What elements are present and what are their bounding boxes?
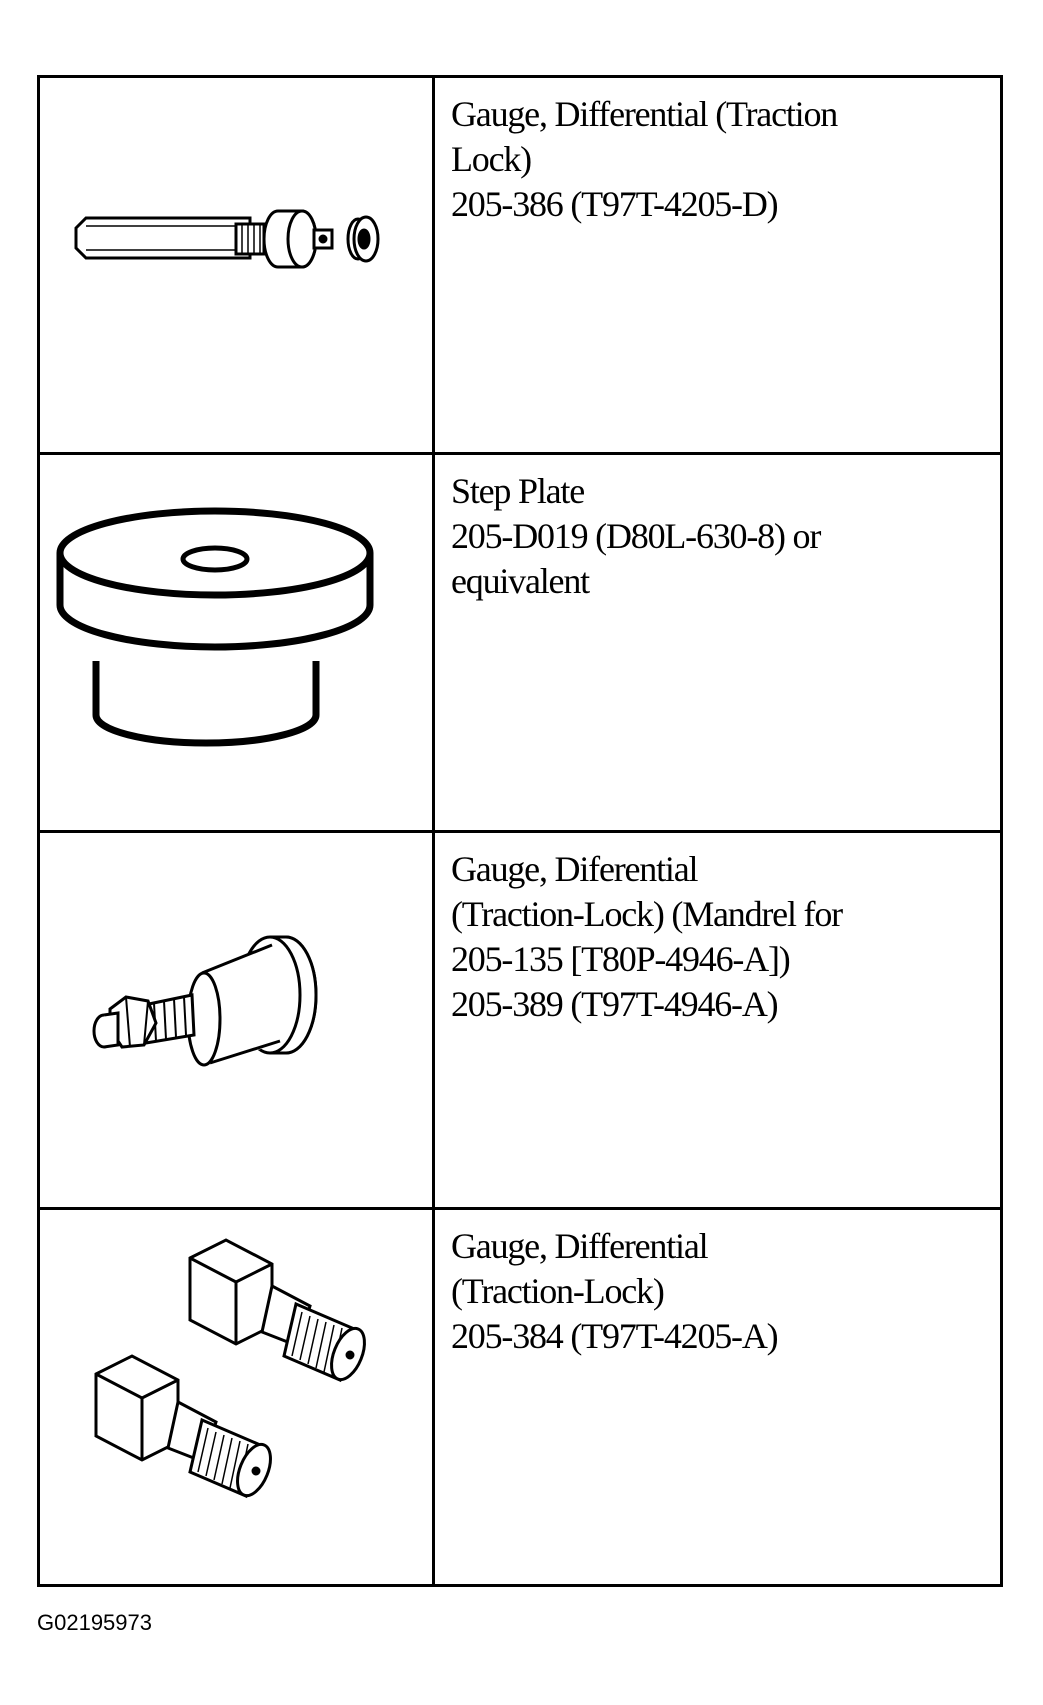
tool-description: Gauge, Differential (Traction-Lock) 205-… xyxy=(451,1224,990,1359)
tool-number-line: 205-384 (T97T-4205-A) xyxy=(451,1315,779,1356)
special-tools-table: Gauge, Differential (Traction Lock) 205-… xyxy=(37,74,1003,1588)
tool-number-line: 205-386 (T97T-4205-D) xyxy=(451,184,779,224)
tool-description-cell: Gauge, Differential (Traction Lock) 205-… xyxy=(432,74,1003,456)
tool-description-cell: Step Plate 205-D019 (D80L-630-8) or equi… xyxy=(432,452,1003,833)
differential-gauge-rod-icon xyxy=(74,209,380,269)
tool-name-line: Step Plate xyxy=(451,471,585,512)
tool-description-cell: Gauge, Diferential (Traction-Lock) (Mand… xyxy=(432,829,1003,1210)
tool-note-line: equivalent xyxy=(451,561,590,602)
tool-description: Step Plate 205-D019 (D80L-630-8) or equi… xyxy=(451,469,990,604)
tool-name-line: Gauge, Differential xyxy=(451,1225,709,1266)
table-row: Gauge, Differential (Traction-Lock) 205-… xyxy=(37,1206,1003,1588)
tool-name-line: Gauge, Differential (Traction xyxy=(451,94,838,134)
figure-code: G02195973 xyxy=(37,1610,152,1635)
table-row: Step Plate 205-D019 (D80L-630-8) or equi… xyxy=(37,452,1003,833)
tool-name-line: (Traction-Lock) (Mandrel for xyxy=(451,893,843,934)
table-row: Gauge, Diferential (Traction-Lock) (Mand… xyxy=(37,829,1003,1210)
tool-description: Gauge, Differential (Traction Lock) 205-… xyxy=(451,92,990,227)
tool-name-line: Gauge, Diferential xyxy=(451,848,698,889)
tool-number-line: 205-389 (T97T-4946-A) xyxy=(451,983,779,1024)
upper-splined-gauge xyxy=(188,1238,366,1382)
tool-illustration-cell xyxy=(37,1206,435,1588)
tool-name-line: 205-135 [T80P-4946-A]) xyxy=(451,938,791,979)
step-plate-icon xyxy=(56,507,374,747)
tool-name-line: (Traction-Lock) xyxy=(451,1270,665,1311)
tool-description-cell: Gauge, Differential (Traction-Lock) 205-… xyxy=(432,1206,1003,1588)
tool-illustration-cell xyxy=(37,74,435,456)
table-row: Gauge, Differential (Traction Lock) 205-… xyxy=(37,74,1003,456)
tool-description: Gauge, Diferential (Traction-Lock) (Mand… xyxy=(451,847,990,1027)
lower-splined-gauge xyxy=(94,1354,272,1498)
tool-number-line: 205-D019 (D80L-630-8) or xyxy=(451,516,821,557)
tool-illustration-cell xyxy=(37,452,435,833)
splined-gauges-icon xyxy=(94,1238,366,1498)
tool-illustration-cell xyxy=(37,829,435,1210)
mandrel-gauge-icon xyxy=(92,935,318,1066)
tool-name-line: Lock) xyxy=(451,139,532,179)
